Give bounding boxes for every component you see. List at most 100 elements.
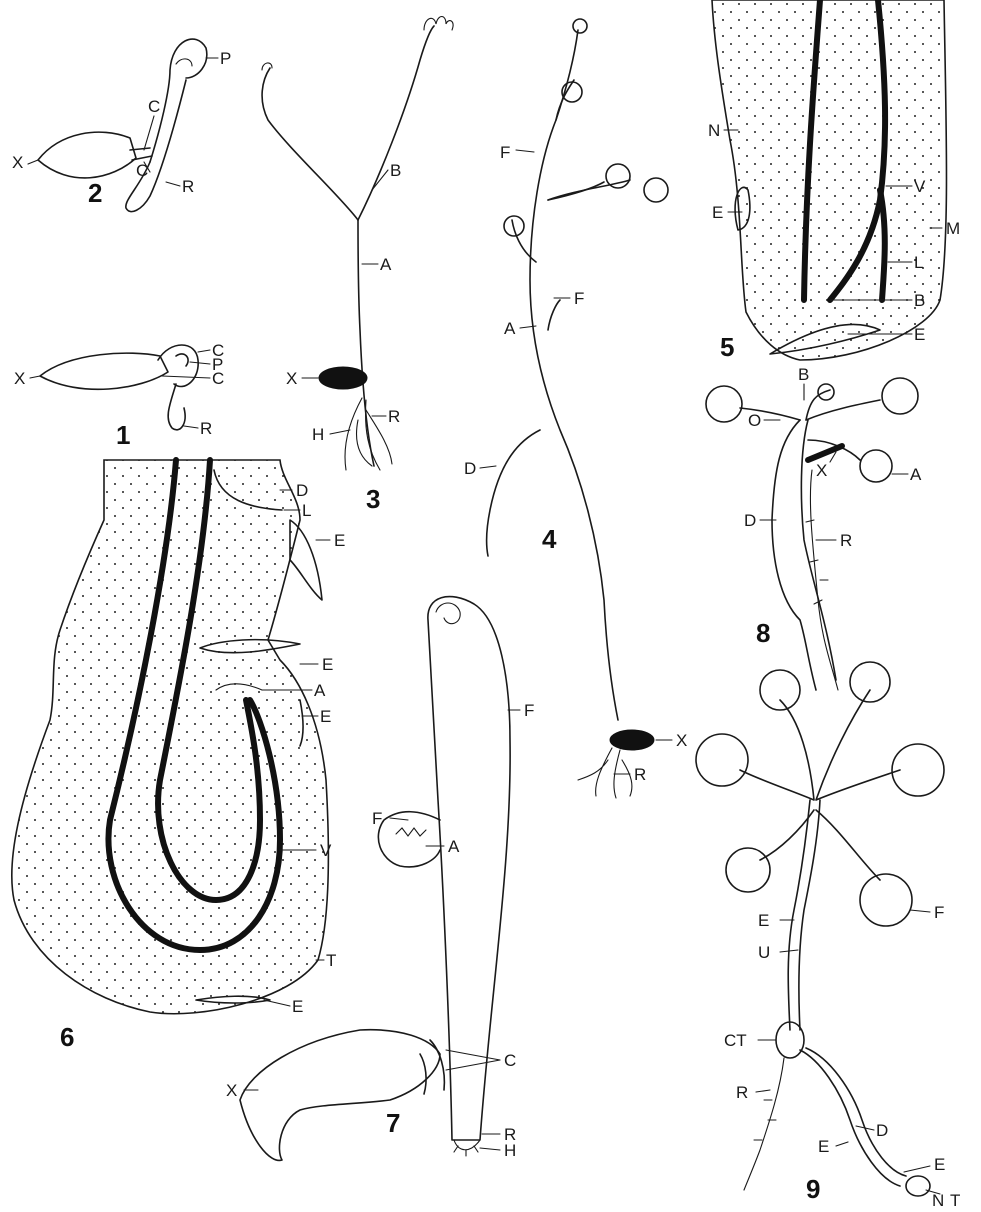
figure-9: F E U CT R E D E N T 9 [696,662,960,1210]
fig4-label-d: D [464,459,476,478]
fig5-body [712,0,947,360]
fig9-label-r: R [736,1083,748,1102]
fig9-branches [740,690,900,880]
fig2-plumule-p [176,59,192,66]
fig6-label-e4: E [292,997,303,1016]
fig8-seed-x [808,446,842,460]
fig4-flower-3 [644,178,668,202]
fig6-label-d: D [296,481,308,500]
fig8-label-b: B [798,365,809,384]
fig9-rhizome-d [800,1048,906,1186]
fig6-number: 6 [60,1022,74,1052]
fig3-seed-x [319,367,367,389]
fig1-label-r: R [200,419,212,438]
fig5-label-l: L [914,253,923,272]
fig8-label-a: A [910,465,922,484]
figure-2: X C C P R 2 [12,39,231,212]
fig2-label-c1: C [148,97,160,116]
fig6-label-l: L [302,501,311,520]
fig7-root-h [454,1140,480,1156]
fig7-label-h: H [504,1141,516,1160]
fig3-branch-right [358,26,434,220]
fig2-seed-x [38,132,136,178]
fig5-number: 5 [720,332,734,362]
fig7-number: 7 [386,1108,400,1138]
fig4-main-stem [530,30,618,720]
fig7-seed-x [240,1030,440,1161]
figure-3: B A X R H 3 [262,17,453,515]
fig5-label-m: M [946,219,960,238]
fig8-label-r: R [840,531,852,550]
fig8-flower-left [706,386,742,422]
figure-6: D L E E A E V T E 6 [12,460,346,1052]
fig5-label-n: N [708,121,720,140]
figure-5: N E V M L B E 5 [708,0,960,362]
fig9-label-e1: E [758,911,769,930]
fig4-branch-3 [548,182,604,200]
fig1-label-x: X [14,369,25,388]
figure-1: X C C P R 1 [14,341,224,450]
fig4-number: 4 [542,524,557,554]
fig4-roots-r [578,748,632,798]
fig3-branch-left [262,68,358,220]
fig2-label-c2: C [136,161,148,180]
fig2-number: 2 [88,178,102,208]
fig4-label-a: A [504,319,516,338]
fig8-roots-r [806,470,838,690]
fig9-number: 9 [806,1174,820,1204]
fig4-label-x: X [676,731,687,750]
fig7-leaf-teeth-a [396,828,426,836]
fig6-label-v: V [320,841,332,860]
fig8-number: 8 [756,618,770,648]
fig4-flower-top [573,19,587,33]
fig2-cotyledon-c [130,148,152,160]
fig1-plumule-p [176,354,188,366]
fig6-label-e1: E [334,531,345,550]
fig1-seed-x [40,353,168,389]
figure-8: B O X A D R 8 [706,365,922,690]
fig9-label-e3: E [934,1155,945,1174]
fig3-label-r: R [388,407,400,426]
fig3-label-h: H [312,425,324,444]
fig9-flower-2 [760,670,800,710]
fig6-label-e3: E [320,707,331,726]
figure-4: F F A D X R 4 [464,19,687,798]
fig4-seed-x [610,730,654,750]
fig9-label-d: D [876,1121,888,1140]
fig9-flower-1 [696,734,748,786]
fig6-label-e2: E [322,655,333,674]
fig3-tip-right [424,17,453,31]
fig5-label-b: B [914,291,925,310]
fig5-label-e1: E [712,203,723,222]
fig9-flower-5 [726,848,770,892]
fig3-number: 3 [366,484,380,514]
fig9-label-ct: CT [724,1031,747,1050]
fig7-label-x: X [226,1081,237,1100]
fig4-label-r: R [634,765,646,784]
fig6-label-t: T [326,951,336,970]
fig9-root-r [744,1058,784,1190]
fig7-label-c: C [504,1051,516,1070]
fig9-flower-f [860,874,912,926]
fig5-label-v: V [914,177,926,196]
fig4-stem-side-d [487,430,540,556]
fig8-flower-right [882,378,918,414]
fig7-label-a: A [448,837,460,856]
fig1-radicle-r [168,384,185,430]
fig2-label-r: R [182,177,194,196]
fig8-label-d: D [744,511,756,530]
fig9-label-t: T [950,1191,960,1210]
fig8-label-o: O [748,411,761,430]
fig7-label-f2: F [372,809,382,828]
fig8-flower-a [860,450,892,482]
fig7-label-f1: F [524,701,534,720]
fig9-tuber-nt [906,1176,930,1196]
fig5-label-e2: E [914,325,925,344]
fig1-label-p: P [212,355,223,374]
fig4-branch-5 [548,300,560,330]
fig9-label-u: U [758,943,770,962]
fig1-number: 1 [116,420,130,450]
fig4-label-f1: F [500,143,510,162]
fig3-label-b: B [390,161,401,180]
